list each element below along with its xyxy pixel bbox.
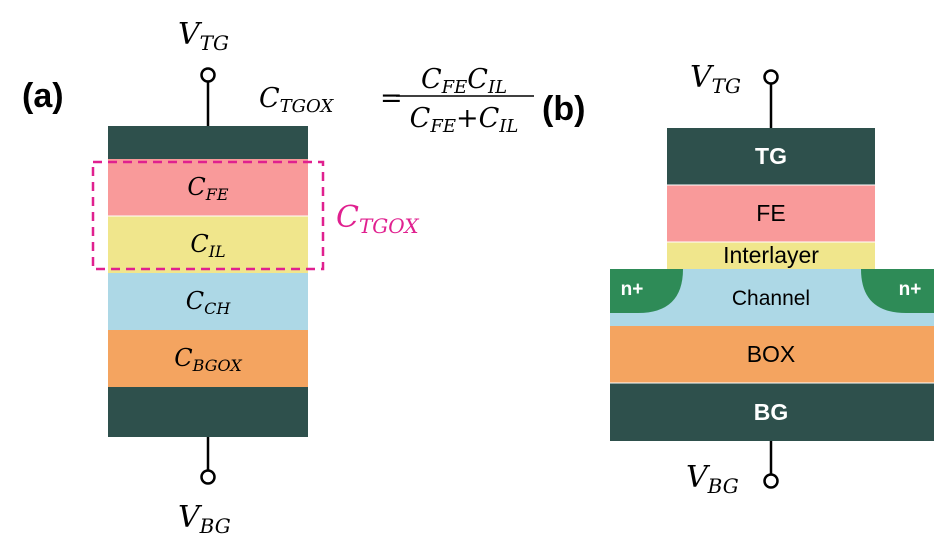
- drain-n-plus-label: n+: [899, 279, 922, 300]
- cbgox-label: CBGOX: [174, 344, 242, 375]
- drain-n-plus-region: [861, 269, 934, 313]
- ctgox-group-label: CTGOX: [336, 200, 419, 238]
- equation-numerator: CFECIL: [421, 64, 507, 98]
- buried-oxide-layer: [610, 326, 934, 383]
- bottom-terminal-circle-a: [200, 469, 216, 485]
- vbg-label-a: VBG: [178, 500, 231, 538]
- source-n-plus-label: n+: [621, 279, 644, 300]
- bgox-capacitor-layer: [108, 330, 308, 387]
- cch-label: CCH: [186, 287, 232, 318]
- ferroelectric-layer: [667, 185, 875, 242]
- equation-lhs: CTGOX: [259, 83, 334, 117]
- top-terminal-circle-b: [763, 69, 779, 85]
- equation-denominator: CFE+CIL: [410, 103, 519, 137]
- ch-capacitor-layer: [108, 273, 308, 330]
- il-capacitor-layer: [108, 216, 308, 273]
- interlayer: [667, 242, 875, 269]
- cil-label: CIL: [190, 230, 225, 261]
- interlayer-label: Interlayer: [723, 242, 819, 268]
- channel-label: Channel: [732, 287, 810, 310]
- vtg-label-a: VTG: [178, 17, 229, 55]
- box-label: BOX: [747, 341, 796, 367]
- tg-layer-label: TG: [755, 143, 787, 169]
- bottom-terminal-circle-b: [763, 473, 779, 489]
- panel-b: (b) VTG TG FE Interlayer Channel BOX BG …: [542, 60, 934, 498]
- panel-a: (a) VTG CFE CIL CCH CBGOX CTGOX VBG: [22, 17, 419, 538]
- back-gate-layer: [610, 383, 934, 441]
- source-n-plus-region: [610, 269, 683, 313]
- fe-layer-label: FE: [756, 200, 785, 226]
- ctgox-dashed-box: [91, 160, 325, 271]
- top-terminal-circle-a: [200, 67, 216, 83]
- equation-equals: =: [380, 83, 403, 114]
- cfe-label: CFE: [187, 173, 228, 204]
- top-gate-block: [108, 126, 308, 159]
- ctgox-equation: CTGOX = CFECIL CFE+CIL: [259, 64, 534, 137]
- bg-layer-label: BG: [754, 399, 789, 425]
- fe-capacitor-layer: [108, 159, 308, 216]
- top-gate-layer: [667, 128, 875, 185]
- panel-a-label: (a): [22, 77, 64, 115]
- vbg-label-b: VBG: [686, 460, 739, 498]
- panel-b-label: (b): [542, 90, 585, 128]
- vtg-label-b: VTG: [690, 60, 741, 98]
- back-gate-block: [108, 387, 308, 437]
